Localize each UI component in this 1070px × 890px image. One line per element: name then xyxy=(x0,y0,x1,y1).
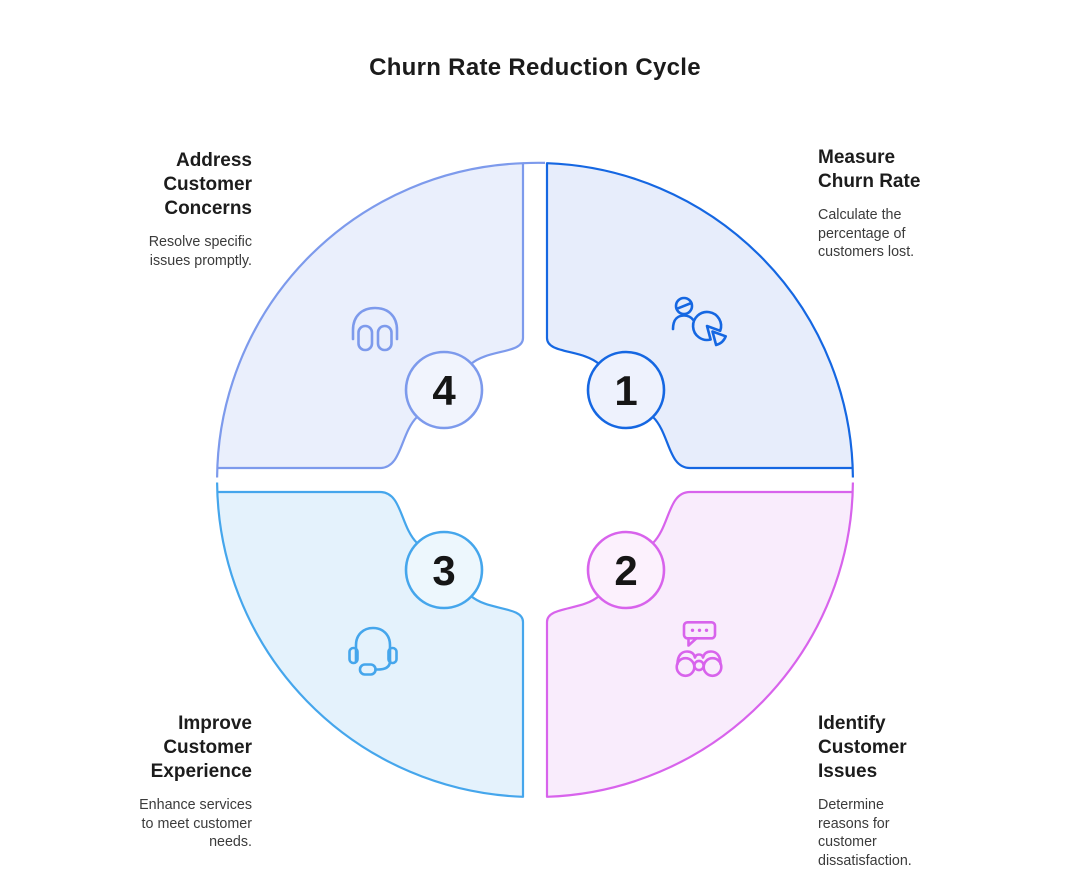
step-2-heading: Identify Customer Issues xyxy=(818,713,907,782)
step-3-description: Enhance services to meet customer needs. xyxy=(139,797,252,851)
step-3-heading: Improve Customer Experience xyxy=(150,713,252,782)
step-2-text-block: Identify Customer Issues Determine reaso… xyxy=(818,712,1008,870)
step-2-description: Determine reasons for customer dissatisf… xyxy=(818,797,912,869)
step-3-text-block: Improve Customer Experience Enhance serv… xyxy=(62,712,252,852)
headset-mic-icon xyxy=(348,626,398,676)
step-2-badge xyxy=(586,530,666,610)
user-pie-chart-icon xyxy=(671,296,727,347)
step-1-number: 1 xyxy=(614,367,637,414)
step-3-badge xyxy=(404,530,484,610)
step-4-number: 4 xyxy=(432,367,456,414)
step-2-number: 2 xyxy=(614,547,637,594)
step-4-badge xyxy=(404,350,484,430)
page-title: Churn Rate Reduction Cycle xyxy=(369,54,701,81)
headphones-icon xyxy=(351,306,399,352)
binoculars-chat-icon xyxy=(675,620,723,678)
step-1-description: Calculate the percentage of customers lo… xyxy=(818,207,915,261)
quadrant-4-shape xyxy=(216,162,525,478)
step-4-description: Resolve specific issues promptly. xyxy=(148,234,252,269)
step-3-number: 3 xyxy=(432,547,455,594)
step-1-badge xyxy=(586,350,666,430)
step-4-heading: Address Customer Concerns xyxy=(163,150,252,219)
step-4-text-block: Address Customer Concerns Resolve specif… xyxy=(62,149,252,270)
quadrant-1-shape xyxy=(545,162,854,478)
quadrant-3-shape xyxy=(216,482,525,798)
step-1-heading: Measure Churn Rate xyxy=(818,147,921,192)
step-1-text-block: Measure Churn Rate Calculate the percent… xyxy=(818,146,1008,262)
quadrant-2-shape xyxy=(545,482,854,798)
